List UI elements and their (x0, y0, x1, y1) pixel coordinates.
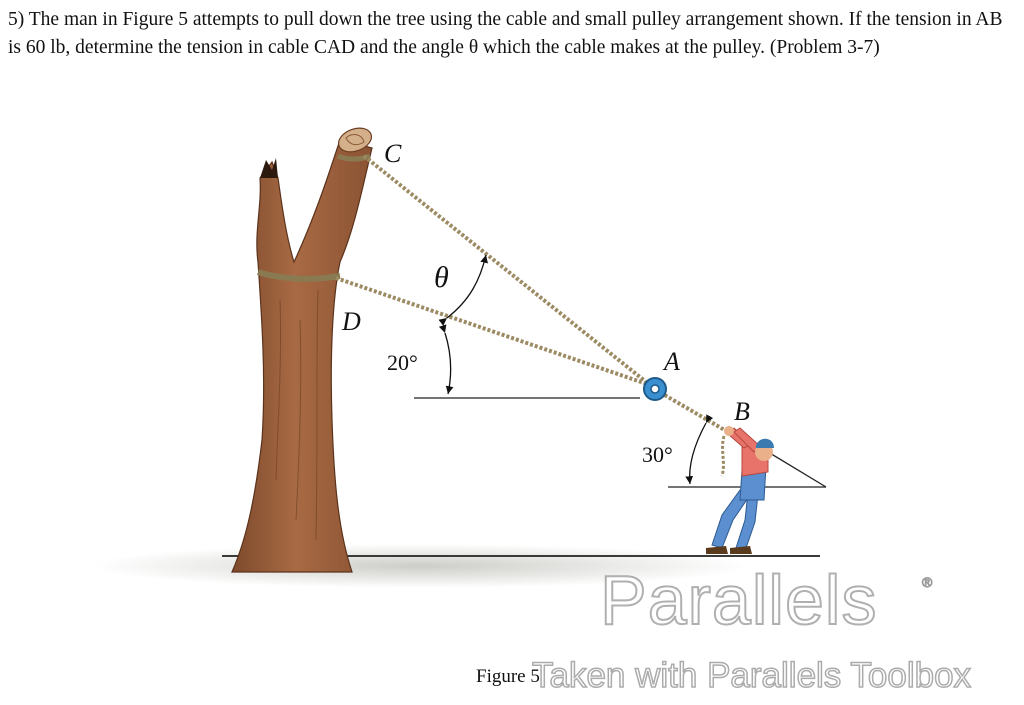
label-c: C (384, 139, 402, 168)
theta-arc (438, 254, 488, 326)
pulley-a (643, 377, 667, 401)
label-angle-20: 20° (387, 350, 418, 375)
angle-20-arc (438, 324, 454, 395)
man-figure (706, 426, 774, 554)
cable-ab (654, 388, 730, 434)
cable-da (335, 276, 651, 387)
tree-trunk (231, 127, 373, 573)
label-a: A (662, 347, 680, 376)
label-theta: θ (434, 261, 449, 294)
label-b: B (734, 397, 750, 426)
cable-ca (362, 154, 652, 387)
parallels-toolbox-watermark: Taken with Parallels Toolbox (531, 655, 972, 696)
parallels-watermark-logo: Parallels (599, 560, 878, 640)
label-d: D (341, 307, 361, 336)
figure-caption: Figure 5 (476, 666, 540, 687)
label-angle-30: 30° (642, 442, 673, 467)
registered-mark: ® (921, 574, 933, 591)
problem-statement: 5) The man in Figure 5 attempts to pull … (8, 9, 1003, 58)
angle-30-arc (685, 414, 714, 485)
